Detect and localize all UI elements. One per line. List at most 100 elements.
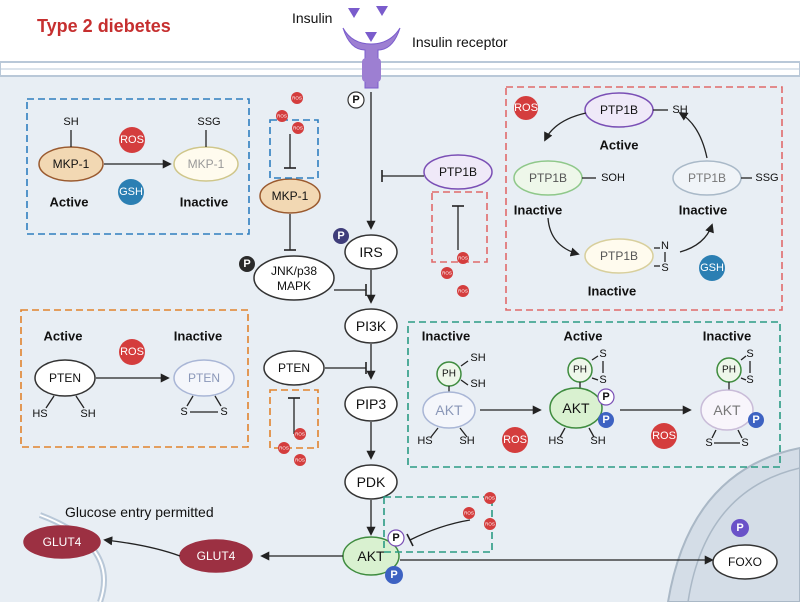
akt-ros-3-label: ROS xyxy=(485,522,495,527)
akt3-s2-label: S xyxy=(746,374,753,386)
akt2-hs-label: HS xyxy=(548,435,563,447)
mkp1-ros-box xyxy=(269,119,319,179)
ptp1b-panel-ros-circle xyxy=(514,96,538,120)
pten-ros-box xyxy=(269,389,319,449)
ptp1b-ssg-inactive-label: Inactive xyxy=(679,203,727,218)
akt2-phospho-1-label: P xyxy=(602,391,609,403)
pten-node-label: PTEN xyxy=(278,361,310,375)
vesicle-membrane-inner xyxy=(39,514,105,602)
akt2-sh-label: SH xyxy=(590,435,605,447)
pi3k-node-label: PI3K xyxy=(356,318,387,334)
akt-main-phospho-2-label: P xyxy=(390,569,397,581)
akt-ros-3-circle xyxy=(484,518,496,530)
pten-inactive-label: Inactive xyxy=(174,329,222,344)
ptp1b-ros-1-label: ROS xyxy=(458,256,468,261)
akt-main-phospho-2-circle xyxy=(385,566,403,584)
ptp1b-ssg-label: SSG xyxy=(755,172,778,184)
akt-panel-ros-1-circle xyxy=(502,427,528,453)
ros-inhibits-akt-bar xyxy=(406,533,414,547)
akt1-hs-bond xyxy=(430,427,439,438)
mkp1-node-label: MKP-1 xyxy=(272,189,309,203)
pten-s2-label: S xyxy=(220,406,227,418)
ptp1b-ros-2-label: ROS xyxy=(442,271,452,276)
ptp1b-ros-2-circle xyxy=(441,267,453,279)
ptp1b-ssg-node-label: PTP1B xyxy=(688,171,726,185)
akt3-node-label: AKT xyxy=(713,402,741,418)
glut4-cytosol-node-label: GLUT4 xyxy=(197,549,236,563)
ros-inhibits-akt-line xyxy=(409,519,471,541)
glut4-translocation-arrow xyxy=(103,536,181,557)
pten-panel-ros-label: ROS xyxy=(120,346,144,358)
ptp1b-sn-node-label: PTP1B xyxy=(600,249,638,263)
glut4-membrane-node-label: GLUT4 xyxy=(43,535,82,549)
mkp1-ros-1-label: ROS xyxy=(292,96,302,101)
pten-sh-label: SH xyxy=(80,408,95,420)
jnk-phospho-label: P xyxy=(243,258,250,270)
ptp1b-panel-gsh-label: GSH xyxy=(700,262,724,274)
akt-panel-inactive-label-1: Inactive xyxy=(422,329,470,344)
akt3-s1-label: S xyxy=(746,348,753,360)
ptp1b-active-sh-label: SH xyxy=(672,104,687,116)
insulin-label: Insulin xyxy=(292,10,332,26)
akt3-phospho-label: P xyxy=(752,414,759,426)
pten-inactive-node-label: PTEN xyxy=(188,371,220,385)
irs-phospho-circle xyxy=(333,228,349,244)
insulin-receptor-label: Insulin receptor xyxy=(412,34,508,50)
pten-active-node-shape xyxy=(34,359,96,397)
mkp1-sh-label: SH xyxy=(63,116,78,128)
akt2-node-shape xyxy=(549,387,603,429)
pten-active-label: Active xyxy=(43,329,82,344)
akt-ros-2-label: ROS xyxy=(464,511,474,516)
irs-node-shape xyxy=(344,234,398,270)
akt-main-node-label: AKT xyxy=(357,548,385,564)
akt3-s4-label: S xyxy=(741,437,748,449)
akt1-sh2-label: SH xyxy=(470,378,485,390)
jnk-label-line2: MAPK xyxy=(277,279,311,293)
mkp1-ros-3-label: ROS xyxy=(293,126,303,131)
akt1-hs-label: HS xyxy=(417,435,432,447)
mkp1-ros-1-circle xyxy=(291,92,303,104)
pten-s1-label: S xyxy=(180,406,187,418)
akt1-sh1-bond xyxy=(460,360,469,367)
akt1-sh3-label: SH xyxy=(459,435,474,447)
akt2-sh-bond xyxy=(588,427,595,438)
ptp1b-sn-node-shape xyxy=(584,238,654,274)
mkp1-active-node-label: MKP-1 xyxy=(53,157,90,171)
pten-s1-bond xyxy=(186,395,194,407)
mkp1-panel-gsh-circle xyxy=(118,179,144,205)
mkp1-oxidation-panel xyxy=(26,98,250,235)
ptp1b-active-node-label: PTP1B xyxy=(600,103,638,117)
akt2-phospho-1-circle xyxy=(597,388,615,406)
akt3-s1-bond xyxy=(740,355,747,361)
ptp1b-n-label: N xyxy=(661,240,669,252)
mkp1-panel-gsh-label: GSH xyxy=(119,186,143,198)
akt-panel-ros-2-label: ROS xyxy=(652,430,676,442)
pten-oxidation-panel xyxy=(20,309,249,448)
glut4-membrane-node-shape xyxy=(23,525,101,559)
mkp1-ros-2-circle xyxy=(276,110,288,122)
akt2-ph-domain-label: PH xyxy=(573,365,587,376)
insulin-molecule-3 xyxy=(365,32,377,42)
akt2-phospho-2-circle xyxy=(598,412,614,428)
akt2-s2-bond xyxy=(591,377,599,381)
akt2-s1-bond xyxy=(591,355,599,361)
pten-ros-2-circle xyxy=(278,442,290,454)
mkp1-inactive-node-label: MKP-1 xyxy=(188,157,225,171)
akt2-phospho-2-label: P xyxy=(602,414,609,426)
pten-ros-3-circle xyxy=(294,454,306,466)
mkp1-panel-ros-label: ROS xyxy=(120,134,144,146)
akt1-ph-domain-label: PH xyxy=(442,369,456,380)
ptp1b-oxidation-arrow xyxy=(544,112,587,142)
ptp1b-glutathionylation-arrow xyxy=(679,223,714,253)
receptor-transmembrane xyxy=(362,58,381,82)
jnk-phospho-circle xyxy=(239,256,255,272)
akt1-sh1-label: SH xyxy=(470,352,485,364)
akt-oxidation-panel xyxy=(407,321,781,468)
ptp1b-sn-inactive-label: Inactive xyxy=(588,284,636,299)
akt-ros-1-label: ROS xyxy=(485,496,495,501)
akt-main-phospho-1-label: P xyxy=(392,532,399,544)
pten-ros-1-label: ROS xyxy=(295,432,305,437)
akt2-s2-label: S xyxy=(599,374,606,386)
pdk-node-label: PDK xyxy=(357,474,386,490)
